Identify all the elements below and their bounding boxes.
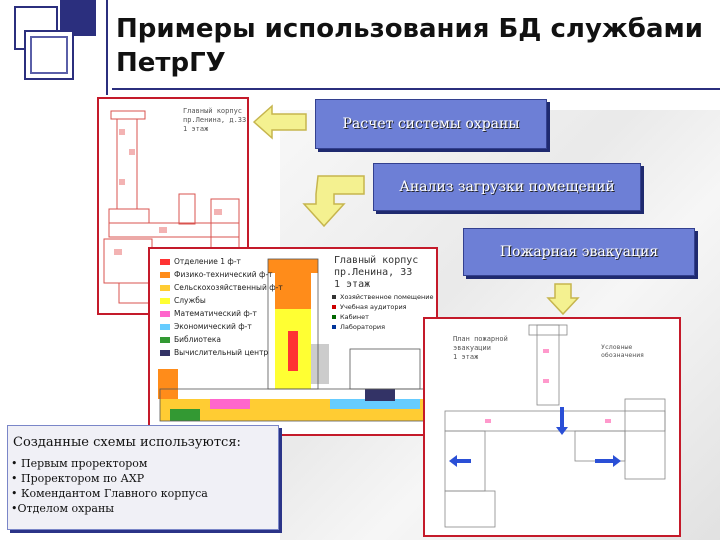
legend-item: Вычислительный центр [160, 348, 268, 357]
marker-item: Кабинет [332, 313, 369, 321]
title-vertical-rule [106, 0, 108, 95]
floor-plan-right: План пожарной эвакуации 1 этаж Условные … [423, 317, 681, 537]
usage-info-item: • Проректором по АХР [11, 472, 145, 485]
plan-right-title-1: План пожарной [453, 335, 508, 343]
arrow-down-icon [546, 283, 580, 316]
floor-plan-left-drawing [103, 110, 240, 304]
fire-evacuation-badge: Пожарная эвакуация [463, 228, 695, 276]
usage-info-item: • Первым проректором [11, 457, 148, 470]
usage-info-item: • Комендантом Главного корпуса [11, 487, 208, 500]
plan-center-title-3: 1 этаж [334, 279, 371, 290]
plan-left-title-2: пр.Ленина, д.33 [183, 116, 247, 124]
room-load-badge-label: Анализ загрузки помещений [399, 179, 615, 195]
page-title-line1: Примеры использования БД службами [116, 14, 703, 44]
title-underline [112, 88, 720, 90]
security-calc-badge: Расчет системы охраны [315, 99, 547, 149]
marker-item: Учебная аудитория [332, 303, 407, 311]
legend-item: Службы [160, 296, 206, 305]
legend-item: Сельскохозяйственный ф-т [160, 283, 283, 292]
legend-item: Математический ф-т [160, 309, 257, 318]
marker-item: Лаборатория [332, 323, 385, 331]
corner-square-decoration [30, 36, 68, 74]
plan-right-legend-title-2: обозначения [601, 351, 645, 359]
floor-plan-right-drawing [444, 324, 666, 528]
floor-plan-center-drawing [158, 258, 431, 422]
usage-info-box: Созданные схемы используются: • Первым п… [7, 425, 279, 530]
plan-right-title-3: 1 этаж [453, 353, 479, 361]
plan-right-title-2: эвакуации [453, 344, 491, 352]
marker-item: Хозяйственное помещение [332, 293, 433, 301]
legend-item: Физико-технический ф-т [160, 270, 273, 279]
page-title: Примеры использования БД службами ПетрГУ [116, 12, 716, 80]
usage-info-heading: Созданные схемы используются: [13, 435, 241, 450]
legend-item: Отделение 1 ф-т [160, 257, 241, 266]
legend-item: Библиотека [160, 335, 221, 344]
arrow-left-icon [252, 104, 307, 140]
page-title-line2: ПетрГУ [116, 48, 226, 78]
floor-plan-center: Отделение 1 ф-т Физико-технический ф-т С… [148, 247, 438, 436]
fire-evacuation-badge-label: Пожарная эвакуация [499, 244, 659, 260]
plan-left-title: Главный корпус пр.Ленина, д.33 1 этаж [183, 107, 246, 134]
legend-item: Экономический ф-т [160, 322, 252, 331]
plan-right-legend-title: Условные обозначения [601, 343, 644, 359]
plan-center-title-2: пр.Ленина, 33 [334, 267, 413, 278]
plan-center-title: Главный корпус пр.Ленина, 33 1 этаж [334, 255, 418, 291]
plan-right-title: План пожарной эвакуации 1 этаж [453, 335, 508, 362]
plan-left-title-3: 1 этаж [183, 125, 209, 133]
arrow-down-left-icon [302, 175, 365, 228]
usage-info-item: •Отделом охраны [11, 502, 115, 515]
security-calc-badge-label: Расчет системы охраны [342, 116, 520, 132]
room-load-badge: Анализ загрузки помещений [373, 163, 641, 211]
plan-right-legend-title-1: Условные [601, 343, 633, 351]
plan-left-title-1: Главный корпус [183, 107, 243, 115]
plan-center-title-1: Главный корпус [334, 255, 419, 266]
